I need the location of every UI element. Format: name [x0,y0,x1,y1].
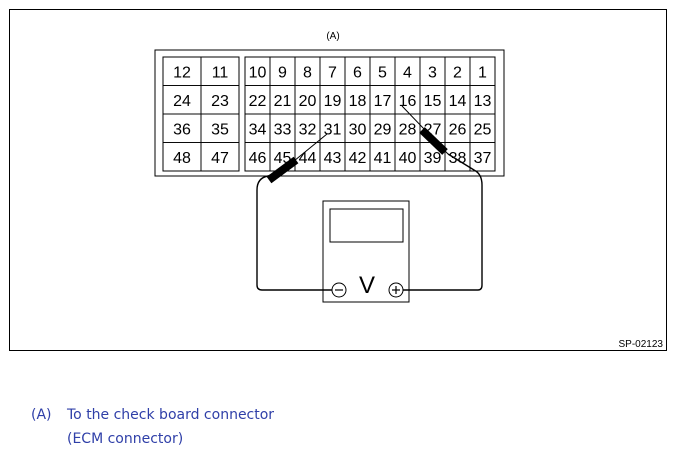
pin-label-1: 1 [478,64,487,81]
pin-label-35: 35 [211,121,229,138]
caption-line-1: To the check board connector [67,407,275,423]
pin-label-14: 14 [449,93,467,110]
pin-label-13: 13 [474,93,492,110]
voltmeter: V [322,200,410,303]
pin-label-4: 4 [403,64,412,81]
pin-label-24: 24 [173,93,191,110]
caption-marker: (A) [31,407,52,423]
pin-label-43: 43 [324,150,342,167]
pin-label-12: 12 [173,64,191,81]
pin-cell-47 [200,142,240,172]
pin-cell-37 [469,142,496,172]
pin-label-29: 29 [374,121,392,138]
pin-label-8: 8 [303,64,312,81]
pin-label-2: 2 [453,64,462,81]
pin-label-48: 48 [173,150,191,167]
pin-label-44: 44 [299,150,317,167]
voltmeter-symbol: V [359,272,375,299]
figure-code: SP-02123 [619,339,664,350]
pin-label-32: 32 [299,121,317,138]
pin-label-41: 41 [374,150,392,167]
voltmeter-display [329,208,404,243]
pin-label-15: 15 [424,93,442,110]
pin-label-40: 40 [399,150,417,167]
pin-label-5: 5 [378,64,387,81]
pin-label-46: 46 [249,150,267,167]
pin-label-10: 10 [249,64,267,81]
pin-label-3: 3 [428,64,437,81]
pin-label-23: 23 [211,93,229,110]
pin-label-31: 31 [324,121,342,138]
pin-label-34: 34 [249,121,267,138]
pin-label-33: 33 [274,121,292,138]
pin-label-17: 17 [374,93,392,110]
pin-label-39: 39 [424,150,442,167]
pin-label-9: 9 [278,64,287,81]
pin-label-22: 22 [249,93,267,110]
figure-caption: (A) To the check board connector (ECM co… [31,403,274,451]
positive-terminal-icon [388,282,404,298]
pin-label-28: 28 [399,121,417,138]
connector-left-block: 12 11 24 23 36 35 48 47 [162,56,240,172]
pin-label-20: 20 [299,93,317,110]
negative-lead [256,133,332,291]
pin-label-42: 42 [349,150,367,167]
pin-label-16: 16 [399,93,417,110]
positive-lead [401,105,483,291]
caption-line-2: (ECM connector) [67,431,184,447]
pin-label-7: 7 [328,64,337,81]
pin-label-11: 11 [212,64,229,81]
negative-terminal-icon [331,282,347,298]
pin-label-18: 18 [349,93,367,110]
pin-label-37: 37 [474,150,492,167]
negative-probe-handle [266,156,299,184]
pin-label-26: 26 [449,121,467,138]
pin-label-30: 30 [349,121,367,138]
pin-label-25: 25 [474,121,492,138]
pin-label-36: 36 [173,121,191,138]
pin-label-21: 21 [274,93,292,110]
positive-probe-handle [419,127,448,155]
pin-label-6: 6 [353,64,362,81]
callout-label: (A) [326,31,339,42]
pin-label-47: 47 [211,150,229,167]
pin-label-19: 19 [324,93,342,110]
